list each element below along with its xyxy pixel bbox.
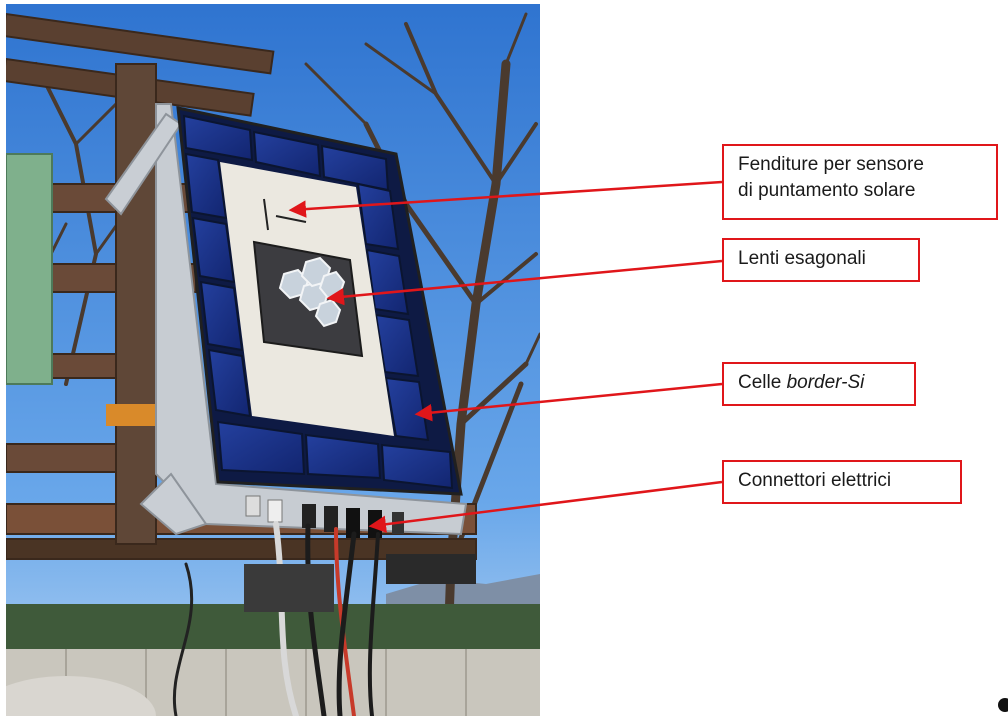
hair: [6, 676, 156, 716]
orange-plug: [106, 404, 158, 426]
green-box: [6, 153, 53, 385]
junction-box: [244, 564, 334, 612]
callout-connectors: Connettori elettrici: [722, 460, 962, 504]
callout-cells-prefix: Celle: [738, 372, 787, 393]
callout-sun-slits-line2: di puntamento solare: [738, 180, 916, 201]
callout-sun-slits: Fenditure per sensore di puntamento sola…: [722, 144, 998, 220]
callout-connectors-text: Connettori elettrici: [738, 470, 892, 491]
callout-cells-italic: border-Si: [786, 372, 865, 393]
photo-module: [6, 4, 540, 716]
callout-hex-lenses: Lenti esagonali: [722, 238, 920, 282]
cables: [172, 521, 380, 716]
sun-slits: [263, 198, 307, 231]
page-marker-dot: [998, 698, 1008, 712]
frame-arm-lower: [139, 472, 208, 536]
callout-sun-slits-line1: Fenditure per sensore: [738, 154, 924, 175]
callout-hex-lenses-text: Lenti esagonali: [738, 248, 866, 269]
hexagonal-lenses: [278, 256, 346, 328]
callout-border-si-cells: Celle border-Si: [722, 362, 916, 406]
mount-plate: [386, 554, 476, 584]
treeline: [6, 604, 540, 654]
